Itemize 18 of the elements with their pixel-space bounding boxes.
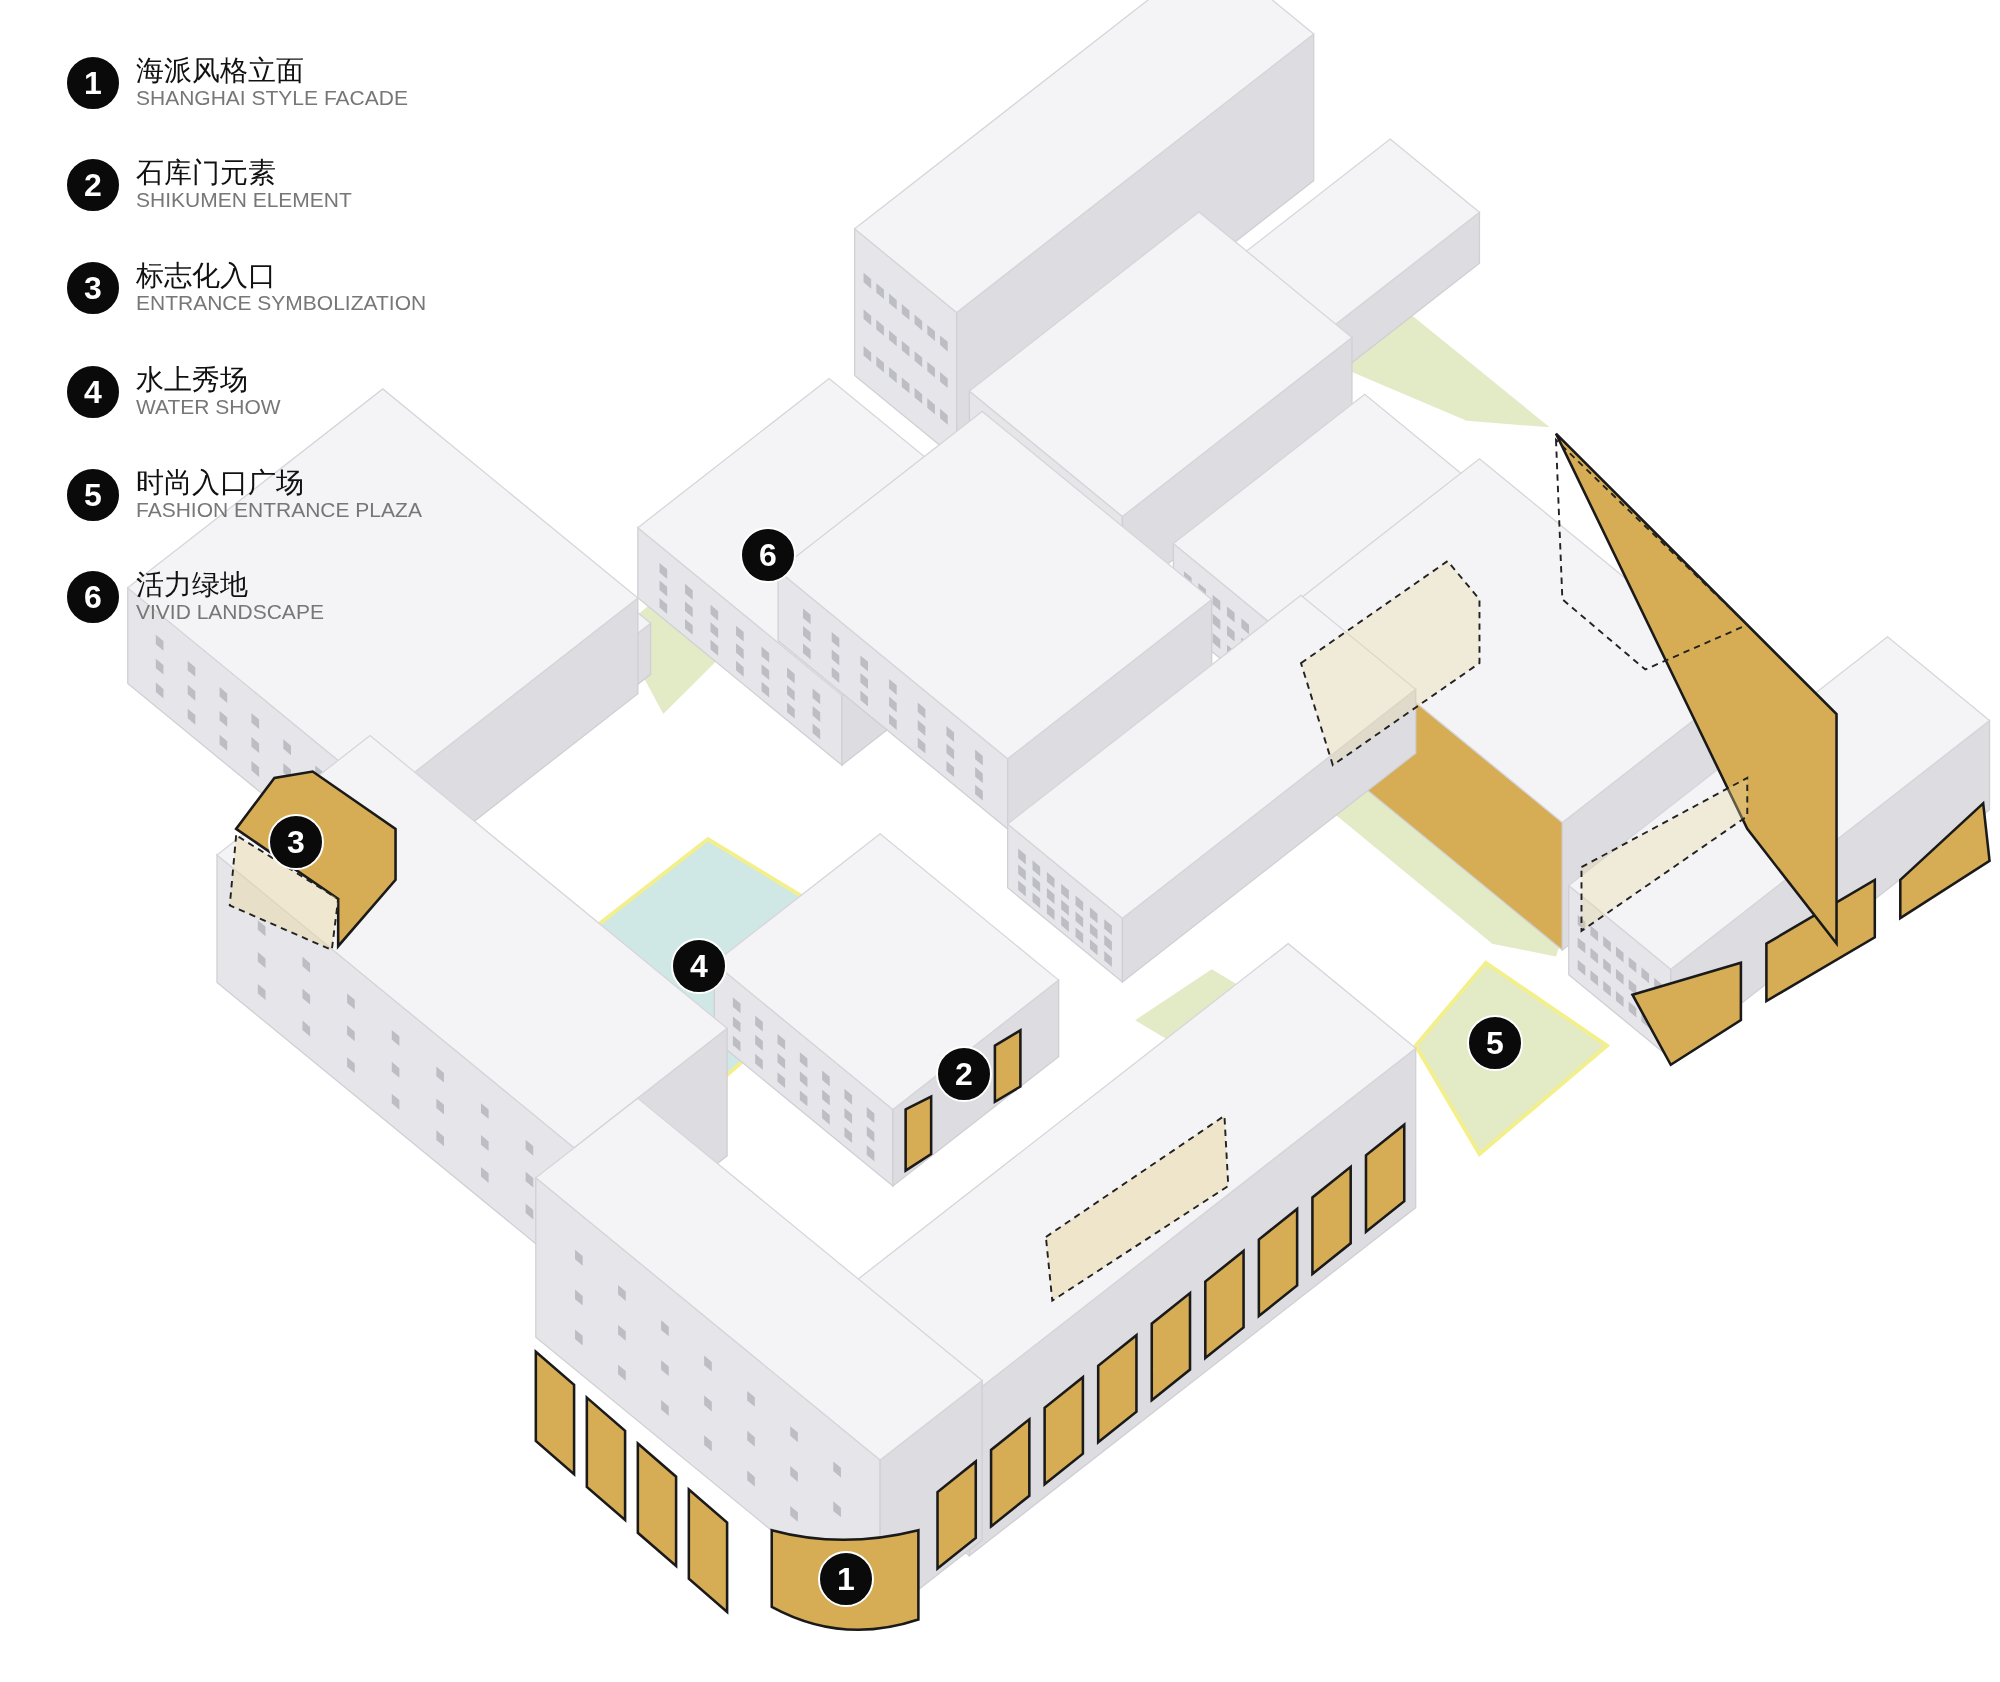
callout-translation: ENTRANCE SYMBOLIZATION: [136, 291, 427, 315]
callout-translation: SHANGHAI STYLE FACADE: [136, 86, 408, 110]
callout-translation: VIVID LANDSCAPE: [136, 600, 324, 624]
callout-translation: SHIKUMEN ELEMENT: [136, 188, 352, 212]
callout-number: 6: [65, 569, 121, 625]
callout-translation: FASHION ENTRANCE PLAZA: [136, 498, 422, 522]
callout-caption: 活力绿地: [136, 567, 248, 603]
callout-caption: 海派风格立面: [136, 53, 304, 89]
callout-caption: 水上秀场: [136, 362, 248, 398]
callout-caption: 标志化入口: [136, 258, 276, 294]
callout-caption: 时尚入口广场: [136, 465, 304, 501]
callout-number: 3: [65, 260, 121, 316]
callout-translation: WATER SHOW: [136, 395, 281, 419]
callout-number: 5: [65, 467, 121, 523]
callout-number: 1: [65, 55, 121, 111]
callout-number: 2: [65, 157, 121, 213]
callout-number: 4: [65, 364, 121, 420]
callout-caption: 石库门元素: [136, 155, 276, 191]
